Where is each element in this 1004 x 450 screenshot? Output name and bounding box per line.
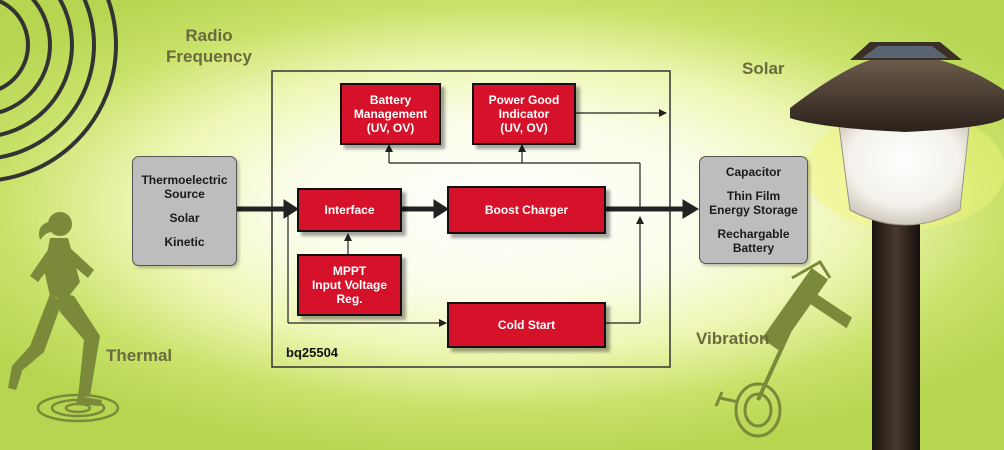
- chip-name-label: bq25504: [286, 345, 339, 360]
- power-flow-arrows: [237, 199, 699, 219]
- jackhammer-icon: [714, 259, 852, 438]
- solar-label: Solar: [742, 59, 785, 78]
- signal-connectors: [287, 109, 667, 327]
- runner-icon: [8, 212, 120, 423]
- boost-charger-block: Boost Charger: [447, 186, 606, 234]
- solar-lamp-icon: [790, 42, 1004, 450]
- thermal-label: Thermal: [106, 346, 173, 365]
- mppt-block: MPPT Input Voltage Reg.: [297, 254, 402, 316]
- chip-outline: [271, 70, 671, 368]
- battery-management-block: Battery Management (UV, OV): [340, 83, 441, 145]
- power-good-indicator-block: Power Good Indicator (UV, OV): [472, 83, 576, 145]
- radio-waves-icon: [0, 0, 118, 182]
- vibration-label: Vibration: [696, 329, 770, 348]
- cold-start-block: Cold Start: [447, 302, 606, 348]
- energy-source-box: Thermoelectric Source Solar Kinetic: [132, 156, 237, 266]
- radio-frequency-label: Radio Frequency: [166, 26, 252, 66]
- energy-storage-box: Capacitor Thin Film Energy Storage Recha…: [699, 156, 808, 264]
- interface-block: Interface: [297, 188, 402, 232]
